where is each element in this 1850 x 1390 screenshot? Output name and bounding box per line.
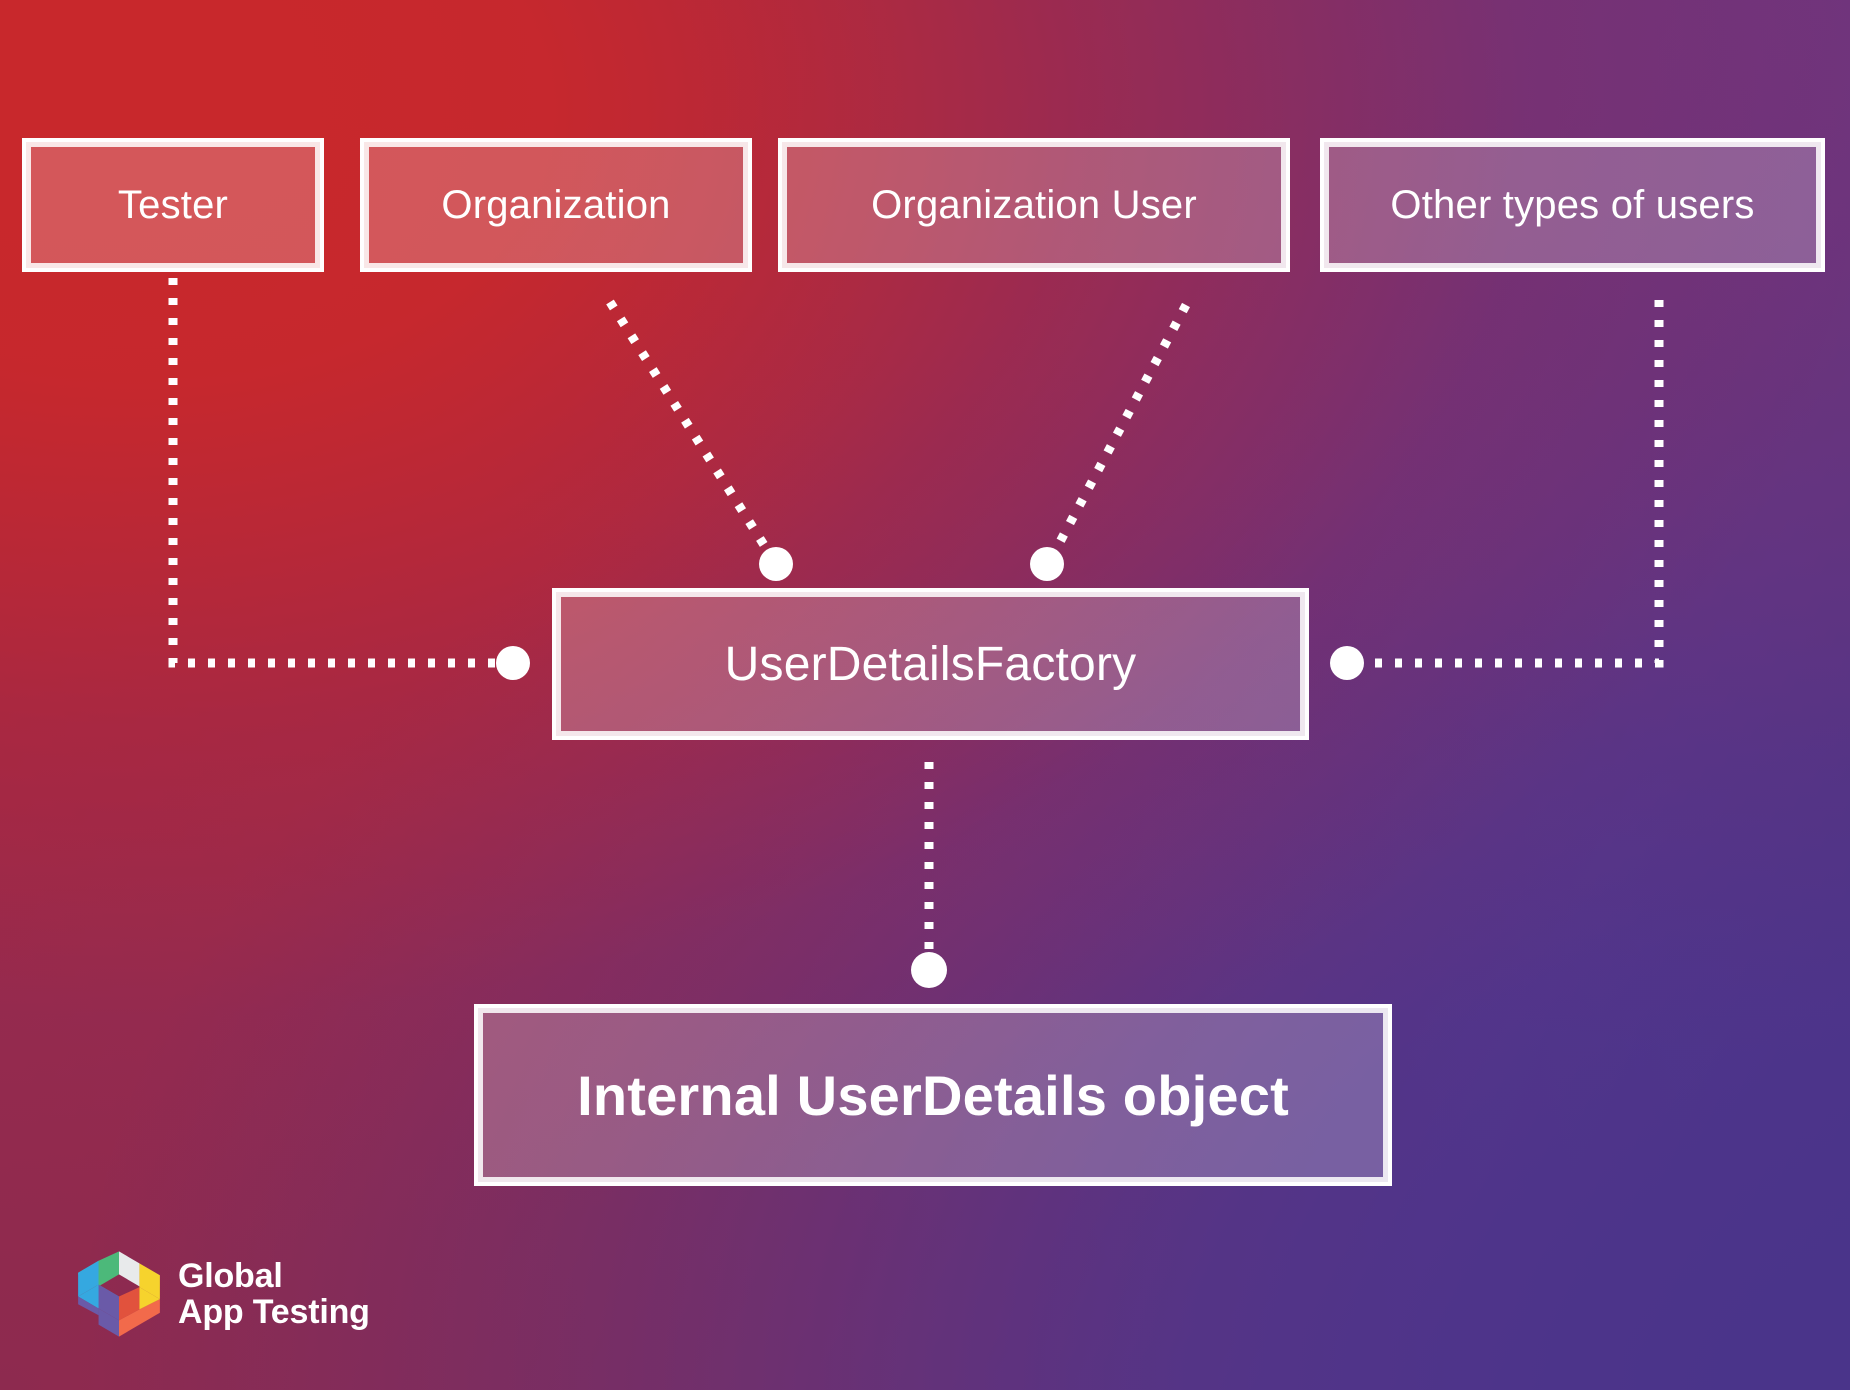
edge-endpoint-dot [496,646,530,680]
brand-logo-line1: Global [178,1256,283,1295]
node-tester-label: Tester [117,182,229,227]
global-app-testing-hexagon-icon [78,1251,160,1337]
node-user-details-factory-label: UserDetailsFactory [724,637,1137,691]
node-other-types-of-users-label: Other types of users [1390,182,1755,227]
brand-logo: Global App Testing [76,1248,370,1340]
edge-tester-to-factory [168,278,530,680]
edge-org-user-to-factory [1030,302,1190,581]
node-organization-user-label: Organization User [871,182,1197,227]
brand-logo-line2: App Testing [178,1293,370,1331]
node-other-types-of-users[interactable]: Other types of users [1320,138,1825,272]
edge-endpoint-dot [1330,646,1364,680]
node-tester[interactable]: Tester [22,138,324,272]
node-organization[interactable]: Organization [360,138,752,272]
brand-logo-text: Global App Testing [178,1256,370,1331]
node-internal-user-details-object[interactable]: Internal UserDetails object [474,1004,1392,1186]
edge-endpoint-dot [1030,547,1064,581]
node-internal-user-details-object-label: Internal UserDetails object [577,1063,1289,1127]
edge-other-users-to-factory [1330,300,1664,680]
edge-endpoint-dot [911,952,947,988]
node-user-details-factory[interactable]: UserDetailsFactory [552,588,1309,740]
edge-organization-to-factory [606,299,793,581]
node-organization-user[interactable]: Organization User [778,138,1290,272]
node-organization-label: Organization [441,182,671,227]
edge-endpoint-dot [759,547,793,581]
edge-factory-to-internal [911,762,947,988]
